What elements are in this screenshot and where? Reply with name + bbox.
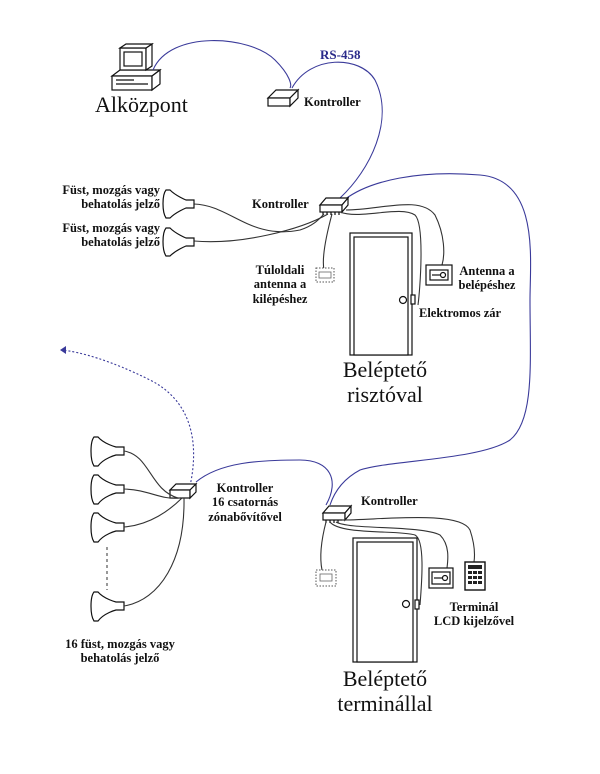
- terminal-line2: LCD kijelzővel: [433, 614, 515, 629]
- sensor2-line2: behatolás jelző: [81, 235, 160, 250]
- terminal-line1: Terminál: [449, 600, 499, 614]
- door-2-icon: [352, 537, 420, 663]
- bus-wire-door1-to-door2: [329, 173, 532, 506]
- zone-controller-label: Kontroller 16 csatornás zónabővítővel: [200, 481, 290, 524]
- zone-sensor-16-icon: [90, 591, 125, 622]
- door1-controller-box-icon: [318, 196, 350, 215]
- door2-caption-line1: Beléptető: [342, 666, 428, 691]
- door2-entry-antenna-icon: [428, 567, 454, 589]
- door1-controller-label: Kontroller: [252, 197, 309, 211]
- zone-sensors-line2: behatolás jelző: [80, 651, 160, 666]
- continuation-arrow-icon: [60, 346, 66, 354]
- entry-antenna-label: Antenna a belépéshez: [455, 264, 519, 293]
- central-label: Alközpont: [95, 92, 188, 117]
- door2-exit-antenna-icon: [315, 569, 337, 587]
- door-1-icon: [349, 232, 416, 356]
- sensor-1-icon: [162, 189, 195, 219]
- door2-caption: Beléptető terminállal: [330, 666, 440, 717]
- zone-sensor-1-icon: [90, 436, 125, 467]
- sensor-2-icon: [162, 227, 195, 257]
- entry-antenna-icon: [425, 264, 453, 286]
- door1-caption: Beléptető risztóval: [330, 357, 440, 408]
- exit-antenna-line2: antenna a: [253, 277, 307, 292]
- terminal-label: Terminál LCD kijelzővel: [428, 600, 520, 629]
- computer-icon: [110, 42, 162, 92]
- sensor2-line1: Füst, mozgás vagy: [62, 221, 160, 235]
- controller-box-icon: [266, 88, 300, 108]
- entry-antenna-line2: belépéshez: [458, 278, 516, 293]
- zone-sensors-line1: 16 füst, mozgás vagy: [65, 637, 175, 651]
- door1-caption-line2: risztóval: [347, 382, 423, 408]
- zone-sensor-3-icon: [90, 512, 125, 543]
- zone-controller-line1: Kontroller: [216, 481, 274, 495]
- zone-controller-box-icon: [168, 482, 198, 500]
- door2-controller-box-icon: [321, 504, 353, 523]
- bus-wire-controller-to-door1: [291, 61, 383, 199]
- door2-caption-line2: terminállal: [337, 691, 433, 717]
- bus-wire-computer-to-controller: [152, 40, 292, 89]
- door2-controller-label: Kontroller: [361, 494, 418, 508]
- zone-sensors-label: 16 füst, mozgás vagy behatolás jelző: [50, 637, 190, 666]
- zone-controller-line3: zónabővítővel: [208, 509, 282, 524]
- door1-sensor2-label: Füst, mozgás vagy behatolás jelző: [52, 221, 160, 250]
- bus-label: RS-458: [320, 47, 361, 62]
- exit-antenna-line1: Túloldali: [255, 263, 305, 277]
- exit-antenna-label: Túloldali antenna a kilépéshez: [248, 263, 312, 306]
- door1-caption-line1: Beléptető: [342, 357, 428, 382]
- main-controller-label: Kontroller: [304, 95, 361, 109]
- lcd-terminal-icon: [464, 561, 486, 591]
- zone-sensor-2-icon: [90, 474, 125, 505]
- door1-sensor1-label: Füst, mozgás vagy behatolás jelző: [52, 183, 160, 212]
- zone-controller-line2: 16 csatornás: [211, 495, 279, 510]
- entry-antenna-line1: Antenna a: [459, 264, 515, 278]
- sensor1-line2: behatolás jelző: [81, 197, 160, 212]
- exit-antenna-line3: kilépéshez: [252, 291, 308, 306]
- exit-antenna-icon: [315, 267, 335, 283]
- bus-wire-door2-to-zone: [195, 459, 333, 506]
- lock-label: Elektromos zár: [419, 306, 502, 320]
- sensor1-line1: Füst, mozgás vagy: [62, 183, 160, 197]
- bus-wire-continuation: [61, 349, 195, 487]
